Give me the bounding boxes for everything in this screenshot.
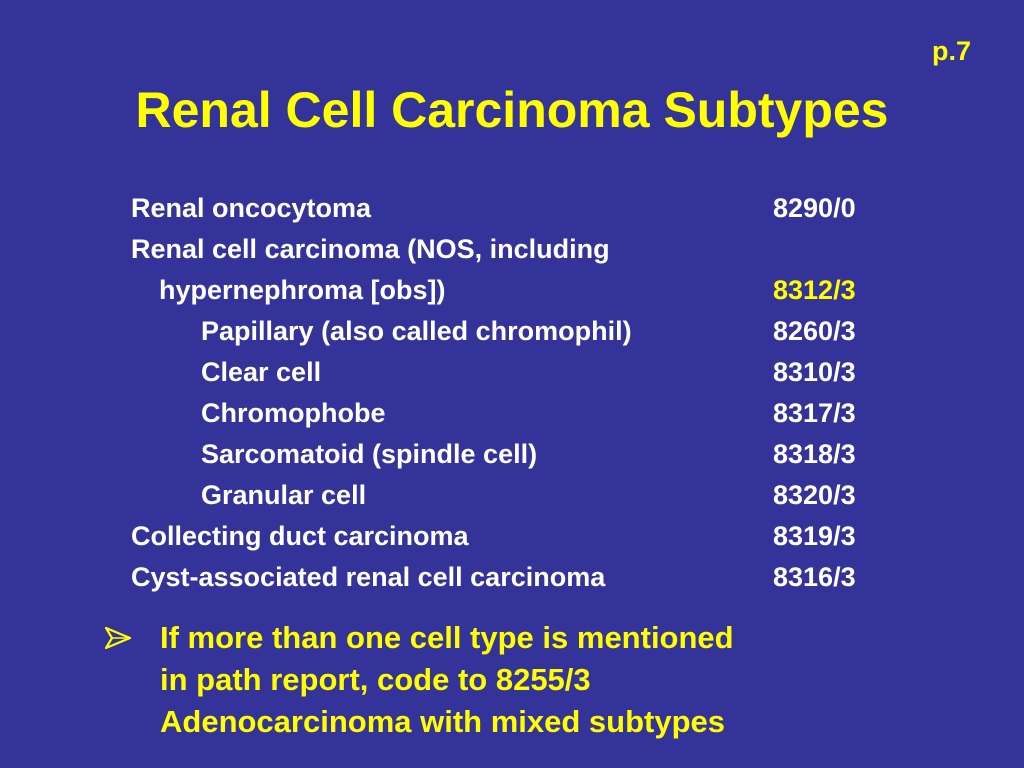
code-row: Sarcomatoid (spindle cell) 8318/3: [131, 434, 891, 475]
histology-code: 8290/0: [773, 193, 856, 223]
code-row: Clear cell 8310/3: [131, 352, 891, 393]
histology-code: 8260/3: [773, 316, 856, 346]
histology-code: 8320/3: [773, 480, 856, 510]
histology-name: Renal cell carcinoma (NOS, including: [131, 234, 610, 264]
code-row: Renal oncocytoma 8290/0: [131, 188, 891, 229]
histology-name: Renal oncocytoma: [131, 193, 372, 223]
histology-name: Clear cell: [201, 357, 322, 387]
histology-code-highlighted: 8312/3: [773, 275, 856, 305]
code-row: Granular cell 8320/3: [131, 475, 891, 516]
page-number: p.7: [931, 36, 971, 66]
note-line: Adenocarcinoma with mixed subtypes: [160, 704, 726, 739]
histology-name: Granular cell: [201, 480, 367, 510]
note-text: If more than one cell type is mentioned …: [160, 617, 734, 743]
code-row: Papillary (also called chromophil) 8260/…: [131, 311, 891, 352]
histology-name: Sarcomatoid (spindle cell): [201, 439, 538, 469]
note-line: in path report, code to 8255/3: [160, 662, 591, 697]
histology-code-list: Renal oncocytoma 8290/0 Renal cell carci…: [131, 188, 891, 598]
histology-code: 8310/3: [773, 357, 856, 387]
histology-code: 8317/3: [773, 398, 856, 428]
note-line: If more than one cell type is mentioned: [160, 620, 734, 655]
code-row: Renal cell carcinoma (NOS, including: [131, 229, 891, 270]
histology-code: 8318/3: [773, 439, 856, 469]
histology-name: Collecting duct carcinoma: [131, 521, 469, 551]
histology-name: hypernephroma [obs]): [159, 275, 446, 305]
histology-code: 8319/3: [773, 521, 856, 551]
histology-name: Chromophobe: [201, 398, 386, 428]
code-row: Cyst-associated renal cell carcinoma 831…: [131, 557, 891, 598]
code-row: Collecting duct carcinoma 8319/3: [131, 516, 891, 557]
histology-name: Papillary (also called chromophil): [201, 316, 632, 346]
code-row: hypernephroma [obs]) 8312/3: [131, 270, 891, 311]
code-row: Chromophobe 8317/3: [131, 393, 891, 434]
slide-title: Renal Cell Carcinoma Subtypes: [135, 82, 889, 138]
histology-name: Cyst-associated renal cell carcinoma: [131, 562, 606, 592]
arrow-bullet-icon: [105, 627, 131, 649]
histology-code: 8316/3: [773, 562, 856, 592]
